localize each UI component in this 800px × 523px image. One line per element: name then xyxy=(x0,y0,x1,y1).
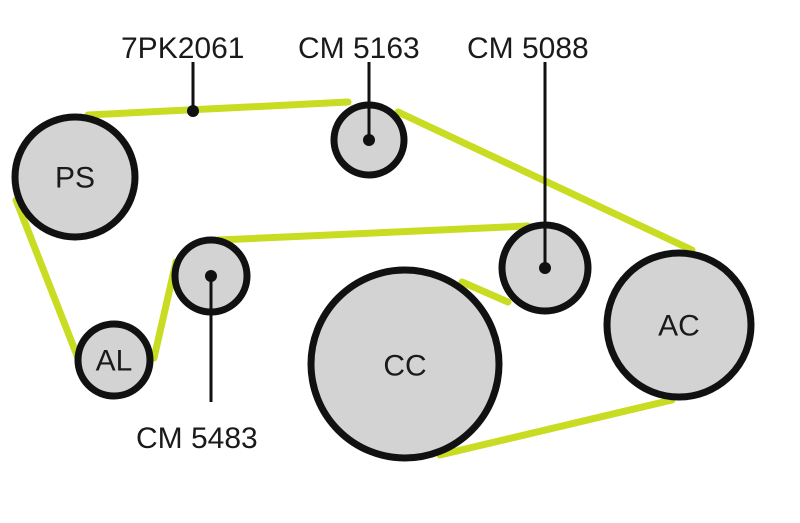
pulley-label-cc: CC xyxy=(383,350,426,383)
label-belt-part-number: 7PK2061 xyxy=(121,32,244,65)
leader-dot-cm5483 xyxy=(205,270,217,282)
label-cm5483: CM 5483 xyxy=(136,422,258,455)
label-cm5088: CM 5088 xyxy=(467,32,589,65)
belt-segment-ac-to-cc xyxy=(436,396,676,459)
pulley-ps xyxy=(11,113,139,241)
leader-dot-cm5163 xyxy=(363,134,375,146)
belt-segment-ps-to-cm5163 xyxy=(84,98,352,119)
pulley-al xyxy=(74,320,154,400)
label-cm5163: CM 5163 xyxy=(298,32,420,65)
pulley-cc xyxy=(307,266,503,462)
leader-dot-belt xyxy=(187,105,199,117)
belt-segment-cm5088-to-cm5483 xyxy=(214,222,532,244)
pulley-label-ac: AC xyxy=(658,310,700,343)
belt-segment-al-to-ps xyxy=(12,196,82,362)
leader-dot-cm5088 xyxy=(539,262,551,274)
pulley-ac xyxy=(603,249,755,401)
belt-segment-cc-to-cm5088 xyxy=(458,278,512,306)
pulley-label-al: AL xyxy=(96,345,133,378)
pulley-label-ps: PS xyxy=(55,162,95,195)
